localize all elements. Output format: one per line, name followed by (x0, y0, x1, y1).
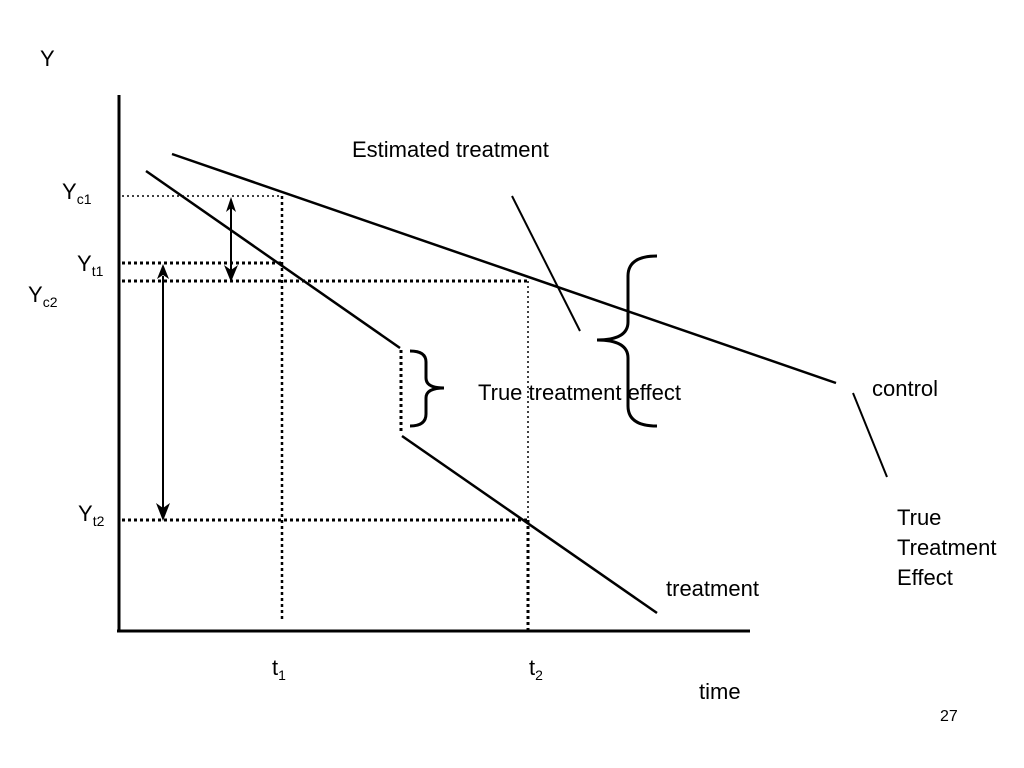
y-tick-yt1: Yt1 (77, 251, 104, 279)
x-axis-label: time (699, 679, 741, 704)
block-line-2: Treatment (897, 535, 997, 560)
true-treatment-effect-block-label: True Treatment Effect (897, 503, 996, 593)
block-line-1: True (897, 505, 942, 530)
treatment-line-pre (145, 169, 401, 350)
control-diff-arrow (224, 197, 238, 282)
y-tick-yc1: Yc1 (62, 179, 92, 207)
x-tick-t1: t1 (272, 655, 286, 683)
true-treatment-effect-inline-label: True treatment effect (478, 380, 681, 405)
x-tick-t2: t2 (529, 655, 543, 683)
treatment-diff-arrow (156, 264, 170, 521)
large-brace (596, 254, 658, 428)
small-brace (409, 349, 445, 428)
page-number: 27 (940, 708, 958, 725)
control-label: control (872, 376, 939, 401)
true-treatment-effect-pointer (852, 392, 888, 478)
block-line-3: Effect (897, 565, 953, 590)
y-tick-yt2: Yt2 (78, 501, 105, 529)
estimated-treatment-label: Estimated treatment (352, 137, 549, 162)
estimated-treatment-pointer (511, 195, 581, 332)
control-line (171, 152, 837, 385)
treatment-line-post (401, 434, 658, 615)
y-tick-yc2: Yc2 (28, 282, 58, 310)
treatment-label: treatment (666, 576, 759, 601)
y-axis-label: Y (40, 46, 55, 71)
